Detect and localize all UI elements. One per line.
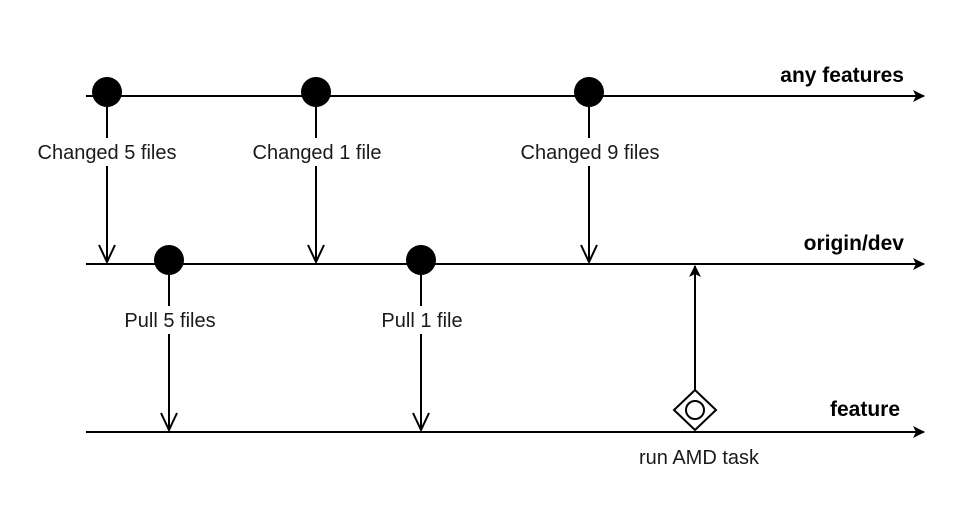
run-amd-task-label: run AMD task: [639, 447, 760, 469]
commit-node: [406, 245, 436, 275]
origin-dev-lane-label: origin/dev: [804, 232, 905, 255]
diamond-circle-icon: [672, 388, 718, 432]
feature-lane-label: feature: [830, 398, 900, 421]
changed-9-files-label: Changed 9 files: [521, 142, 660, 164]
pull-1-file-label: Pull 1 file: [381, 310, 462, 332]
pull-1-file-label-group: Pull 1 file: [372, 306, 472, 334]
changed-5-files-label-group: Changed 5 files: [26, 138, 190, 166]
any-features-lane-label: any features: [780, 64, 904, 87]
commit-node: [92, 77, 122, 107]
commit-node: [154, 245, 184, 275]
changed-5-files-label: Changed 5 files: [38, 142, 177, 164]
changed-1-file-label: Changed 1 file: [253, 142, 382, 164]
pull-5-files-label: Pull 5 files: [124, 310, 215, 332]
changed-1-file-label-group: Changed 1 file: [241, 138, 393, 166]
changed-9-files-label-group: Changed 9 files: [509, 138, 673, 166]
commit-node: [574, 77, 604, 107]
commit-node: [301, 77, 331, 107]
pull-5-files-label-group: Pull 5 files: [114, 306, 226, 334]
